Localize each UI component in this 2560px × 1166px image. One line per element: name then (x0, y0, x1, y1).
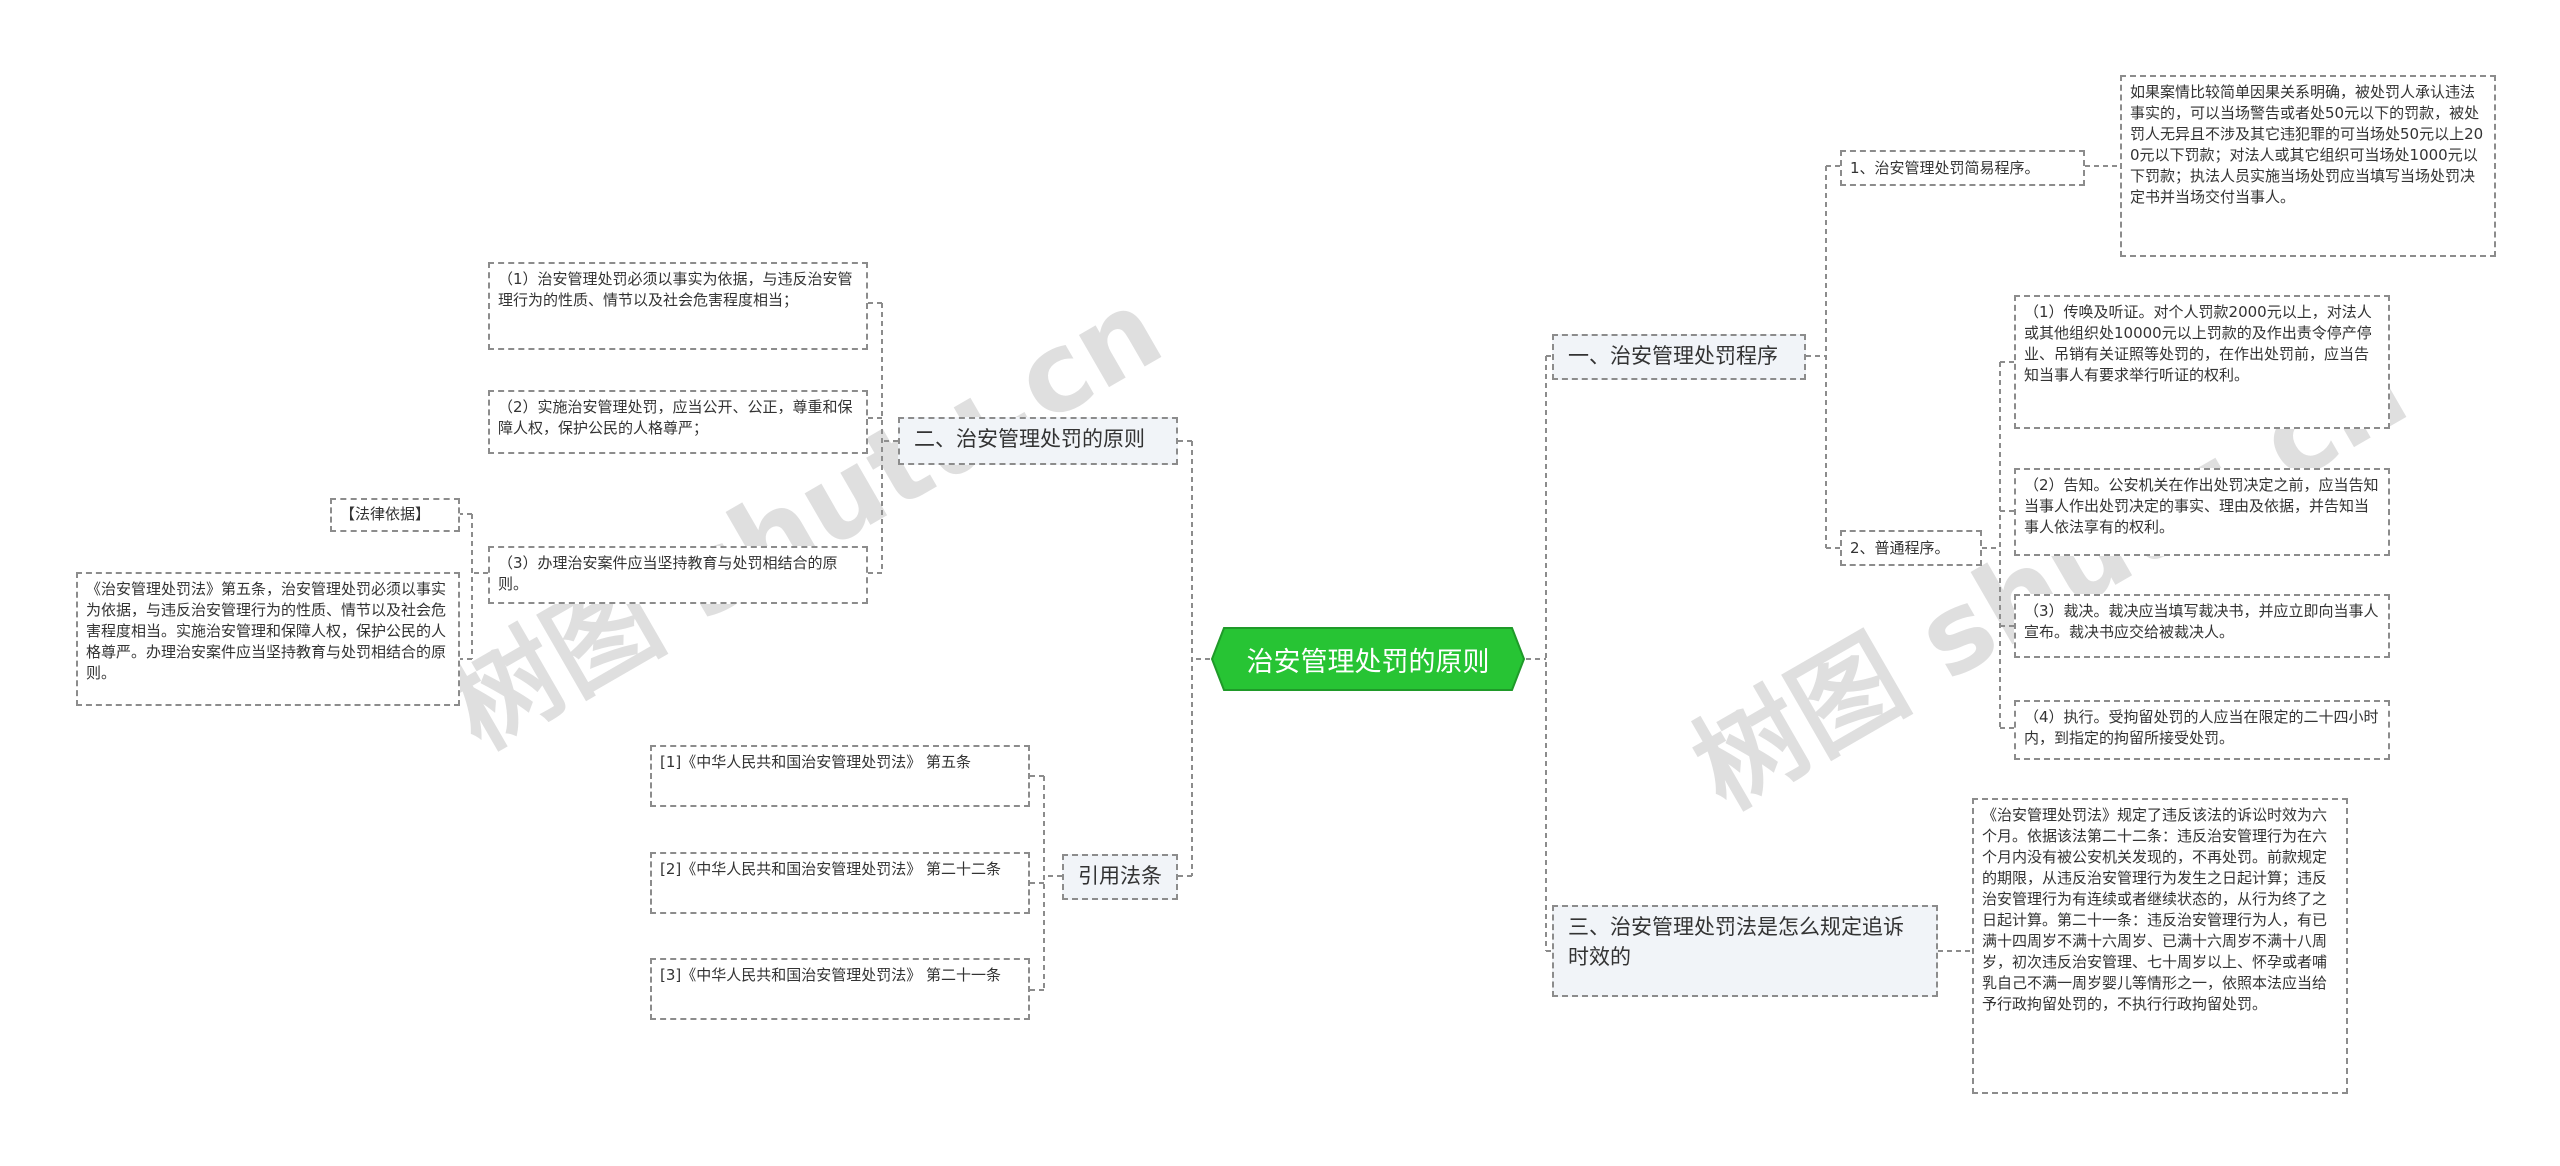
normal-procedure-item-2[interactable]: （2）告知。公安机关在作出处罚决定之前，应当告知当事人作出处罚决定的事实、理由及… (2014, 468, 2390, 556)
legal-basis-text[interactable]: 《治安管理处罚法》第五条，治安管理处罚必须以事实为依据，与违反治安管理行为的性质… (76, 572, 460, 706)
cited-law-2[interactable]: [2]《中华人民共和国治安管理处罚法》 第二十二条 (650, 852, 1030, 914)
principle-item-2[interactable]: （2）实施治安管理处罚，应当公开、公正，尊重和保障人权，保护公民的人格尊严； (488, 390, 868, 454)
root-hexagon-shape (1210, 627, 1526, 691)
principle-item-3[interactable]: （3）办理治安案件应当坚持教育与处罚相结合的原则。 (488, 546, 868, 604)
normal-procedure-node[interactable]: 2、普通程序。 (1840, 530, 1982, 566)
cited-law-1[interactable]: [1]《中华人民共和国治安管理处罚法》 第五条 (650, 745, 1030, 807)
normal-procedure-item-1[interactable]: （1）传唤及听证。对个人罚款2000元以上，对法人或其他组织处10000元以上罚… (2014, 295, 2390, 429)
normal-procedure-item-4[interactable]: （4）执行。受拘留处罚的人应当在限定的二十四小时内，到指定的拘留所接受处罚。 (2014, 700, 2390, 760)
branch-procedure[interactable]: 一、治安管理处罚程序 (1552, 334, 1806, 380)
branch-principles[interactable]: 二、治安管理处罚的原则 (898, 417, 1178, 465)
root-label: 治安管理处罚的原则 (1246, 646, 1490, 678)
cited-law-3[interactable]: [3]《中华人民共和国治安管理处罚法》 第二十一条 (650, 958, 1030, 1020)
simple-procedure-node[interactable]: 1、治安管理处罚简易程序。 (1840, 150, 2085, 186)
normal-procedure-item-3[interactable]: （3）裁决。裁决应当填写裁决书，并应立即向当事人宣布。裁决书应交给被裁决人。 (2014, 594, 2390, 658)
branch-limitation[interactable]: 三、治安管理处罚法是怎么规定追诉时效的 (1552, 905, 1938, 997)
branch-cited-laws[interactable]: 引用法条 (1062, 854, 1178, 900)
principle-item-1[interactable]: （1）治安管理处罚必须以事实为依据，与违反治安管理行为的性质、情节以及社会危害程… (488, 262, 868, 350)
legal-basis-label[interactable]: 【法律依据】 (330, 498, 460, 532)
limitation-text[interactable]: 《治安管理处罚法》规定了违反该法的诉讼时效为六个月。依据该法第二十二条：违反治安… (1972, 798, 2348, 1094)
simple-procedure-text[interactable]: 如果案情比较简单因果关系明确，被处罚人承认违法事实的，可以当场警告或者处50元以… (2120, 75, 2496, 257)
root-node[interactable]: 治安管理处罚的原则 (1210, 626, 1526, 692)
